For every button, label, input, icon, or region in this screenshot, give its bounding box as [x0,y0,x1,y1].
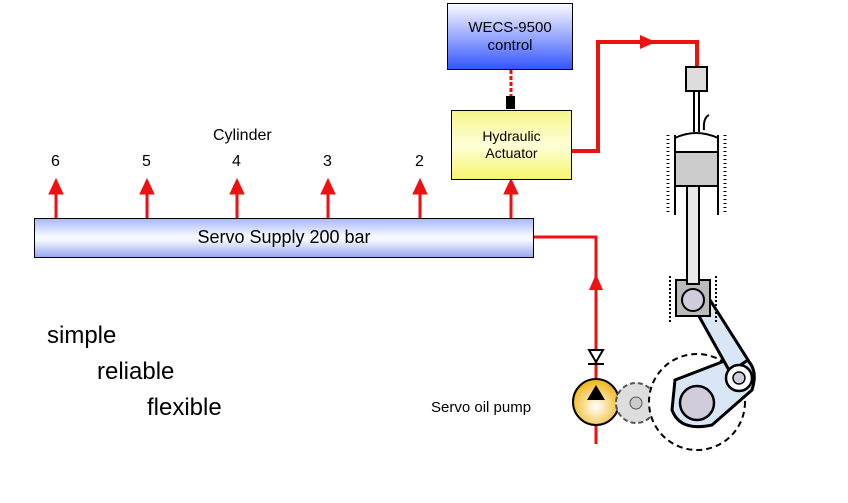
crankshaft-icon [670,298,756,429]
tagline-simple: simple [47,322,117,349]
tagline-flexible: flexible [147,394,222,421]
cylinder-arrow-3 [320,177,336,218]
cylinder-label-2: 2 [415,153,424,170]
servo-supply-rail: Servo Supply 200 bar [34,218,534,258]
cylinder-label-6: 6 [51,153,60,170]
supply-rail-label: Servo Supply 200 bar [197,227,371,248]
tagline-reliable: reliable [97,358,175,385]
crosshead-icon [669,276,717,322]
cylinder-label-4: 4 [232,153,241,170]
check-valve-icon [587,349,605,365]
control-box-subtitle: control [487,36,533,54]
cylinder-arrow-4 [229,177,245,218]
exhaust-valve-icon [685,66,710,132]
piston-rod [686,183,700,285]
servo-pump-icon [572,378,620,426]
cylinder-arrow-5 [139,177,155,218]
actuator-box-title: Hydraulic [482,128,541,145]
actuator-supply-arrow [503,177,519,218]
cylinder-header: Cylinder [213,127,272,144]
actuator-box-subtitle: Actuator [485,145,538,161]
pump-flow-arrow-icon [589,274,603,290]
cylinder-arrow-6 [48,177,64,218]
pump-supply-pipe [534,235,598,380]
pump-label: Servo oil pump [431,399,532,416]
control-box-title: WECS-9500 [468,18,552,36]
signal-connector-icon [506,96,515,109]
engine-cylinder-icon [666,132,727,215]
actuator-output-pipe [572,40,699,153]
cylinder-arrow-2 [412,177,428,218]
flow-arrow-icon [640,35,656,49]
cylinder-arrows [48,177,519,218]
cylinder-label-5: 5 [142,153,151,170]
cylinder-label-3: 3 [323,153,332,170]
